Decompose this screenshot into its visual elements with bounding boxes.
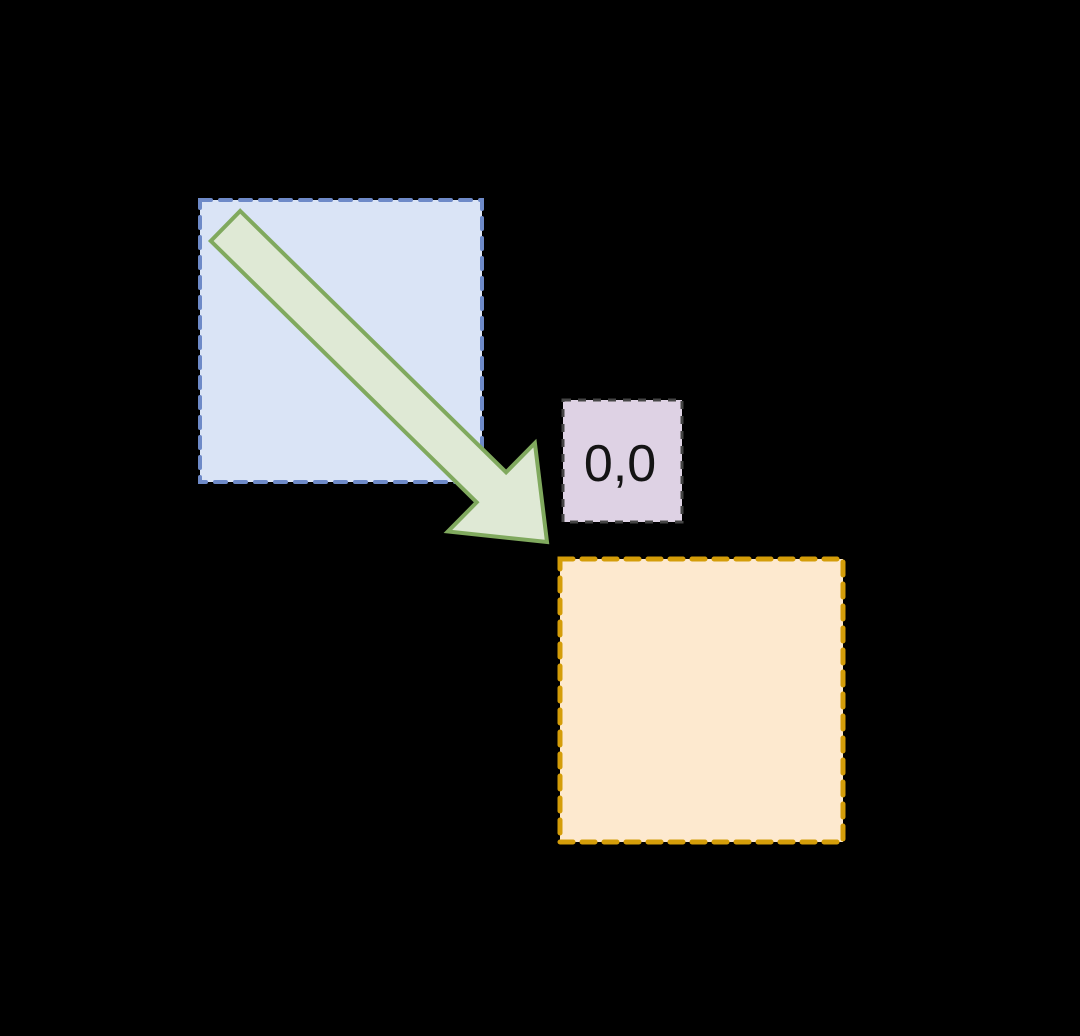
origin-cell-box (561, 398, 684, 524)
target-region-box (557, 556, 846, 845)
diagonal-arrow-icon (207, 208, 550, 545)
origin-label: 0,0 (584, 435, 656, 493)
